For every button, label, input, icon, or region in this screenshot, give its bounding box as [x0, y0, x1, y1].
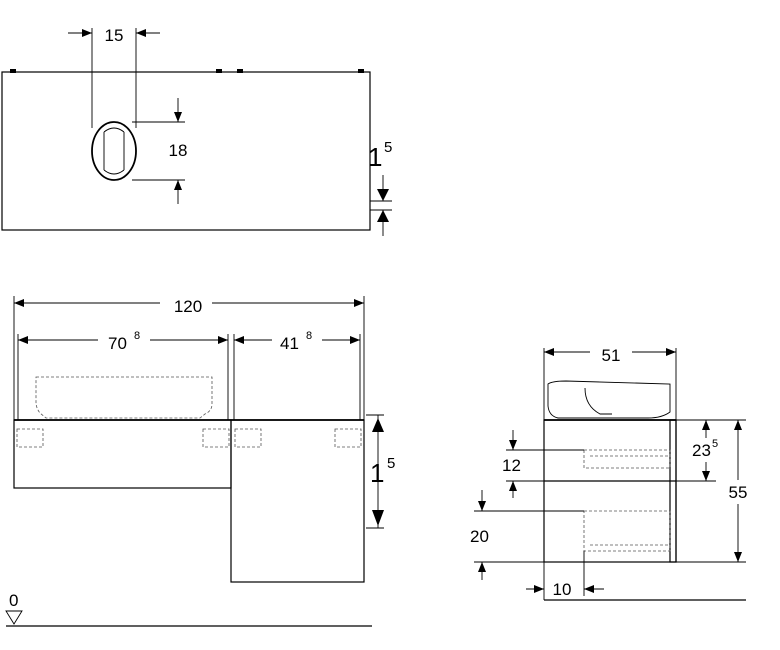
dim-upper-height: 23: [692, 441, 711, 460]
fixing-mark: [358, 69, 364, 73]
fixing-mark: [216, 69, 222, 73]
basin-outline: [35, 376, 213, 419]
front-view: 120 70 8 41 8 1 5 0: [5, 296, 395, 627]
dim-recess: 10: [553, 580, 572, 599]
tap-hole: [91, 121, 137, 181]
top-view: 15 18 1 5: [1, 26, 392, 236]
fixing-mark: [10, 69, 16, 73]
dim-front-thickness: 1: [370, 458, 384, 488]
dim-hole-width: 15: [105, 26, 124, 45]
cabinet-side-body: [543, 419, 677, 563]
dim-left-width-sup: 8: [134, 330, 140, 342]
cabinet-left: [13, 419, 232, 489]
fixing-mark: [237, 69, 243, 73]
dim-front-thickness-sup: 5: [387, 455, 395, 472]
dim-hole-height: 18: [169, 141, 188, 160]
dim-top-thickness-sup: 5: [384, 139, 392, 156]
dim-upper-height-sup: 5: [712, 438, 718, 450]
basin-side: [547, 380, 671, 419]
dim-total-height: 55: [729, 483, 748, 502]
side-view: 51 23 5 55 12 20: [470, 346, 748, 601]
dim-lower-height: 20: [470, 527, 489, 546]
dim-left-width: 70: [108, 334, 127, 353]
dim-total-width: 120: [174, 297, 202, 316]
dim-drawer-gap: 12: [502, 456, 521, 475]
floor-level-marker: [5, 610, 23, 625]
dim-right-width: 41: [280, 334, 299, 353]
floor-level-label: 0: [9, 591, 18, 610]
cabinet-right: [230, 419, 365, 583]
dim-depth: 51: [602, 346, 621, 365]
dim-right-width-sup: 8: [306, 330, 312, 342]
countertop-outline: [1, 71, 371, 231]
dim-top-thickness: 1: [368, 142, 382, 172]
